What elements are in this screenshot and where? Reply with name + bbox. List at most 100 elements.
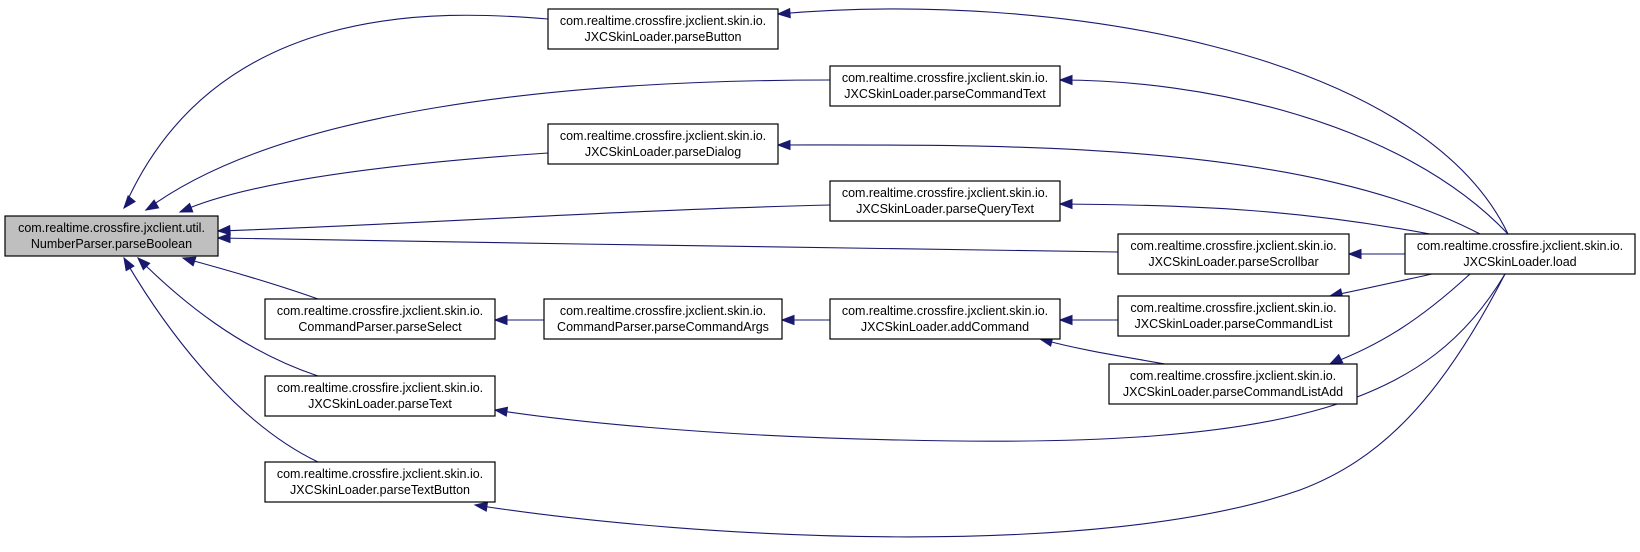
arrowhead-icon [216, 224, 231, 236]
edge-parseDialog-to-root [178, 152, 549, 213]
node-label-line2: JXCSkinLoader.parseScrollbar [1148, 255, 1318, 269]
edge-load-to-parseDialog [776, 139, 1481, 235]
node-parseCommandText[interactable]: com.realtime.crossfire.jxclient.skin.io.… [829, 65, 1061, 107]
arrowhead-icon [1347, 248, 1362, 260]
node-box [264, 375, 496, 417]
node-label-line2: JXCSkinLoader.addCommand [861, 320, 1029, 334]
edge-parseCommandText-to-root [144, 79, 831, 211]
node-label-line2: CommandParser.parseSelect [298, 320, 462, 334]
arrowhead-icon [473, 501, 489, 512]
node-parseCommandArgs[interactable]: com.realtime.crossfire.jxclient.skin.io.… [543, 298, 783, 340]
node-parseCommandList[interactable]: com.realtime.crossfire.jxclient.skin.io.… [1117, 295, 1350, 337]
node-label-line2: JXCSkinLoader.load [1463, 255, 1576, 269]
node-box [1117, 233, 1350, 275]
node-box [1108, 363, 1358, 405]
node-label-line1: com.realtime.crossfire.jxclient.skin.io. [560, 304, 766, 318]
node-box [547, 123, 779, 165]
node-parseScrollbar[interactable]: com.realtime.crossfire.jxclient.skin.io.… [1117, 233, 1350, 275]
arrowhead-icon [776, 7, 791, 19]
edge-line [1059, 79, 1509, 235]
edge-line [145, 79, 831, 211]
node-box [547, 8, 779, 50]
node-label-line1: com.realtime.crossfire.jxclient.skin.io. [277, 304, 483, 318]
node-label-line2: JXCSkinLoader.parseCommandListAdd [1123, 385, 1343, 399]
node-label-line1: com.realtime.crossfire.jxclient.util. [18, 221, 205, 235]
edge-load-to-parseButton [776, 7, 1509, 235]
arrowhead-icon [776, 139, 791, 151]
edge-layer [123, 7, 1509, 538]
edge-parseScrollbar-to-root [216, 232, 1119, 253]
edge-load-to-parseCommandText [1058, 74, 1509, 235]
edge-line [179, 152, 549, 213]
edge-load-to-parseQueryText [1058, 198, 1431, 235]
node-parseText[interactable]: com.realtime.crossfire.jxclient.skin.io.… [264, 375, 496, 417]
node-box [829, 298, 1061, 340]
arrowhead-icon [1058, 74, 1073, 86]
edge-line [182, 257, 319, 300]
arrowhead-icon [178, 202, 194, 213]
edge-parseButton-to-root [123, 14, 549, 210]
edge-line [1039, 338, 1166, 365]
node-parseButton[interactable]: com.realtime.crossfire.jxclient.skin.io.… [547, 8, 779, 50]
node-label-line1: com.realtime.crossfire.jxclient.skin.io. [560, 14, 766, 28]
node-label-line2: JXCSkinLoader.parseCommandText [844, 87, 1046, 101]
edge-parseCommandArgs-to-parseSelect [493, 314, 545, 326]
edge-line [123, 257, 319, 463]
node-parseDialog[interactable]: com.realtime.crossfire.jxclient.skin.io.… [547, 123, 779, 165]
edge-line [777, 144, 1481, 235]
node-box [264, 461, 496, 503]
edge-parseTextButton-to-root [123, 256, 319, 463]
node-parseSelect[interactable]: com.realtime.crossfire.jxclient.skin.io.… [264, 298, 496, 340]
node-parseCommandListAdd[interactable]: com.realtime.crossfire.jxclient.skin.io.… [1108, 363, 1358, 405]
arrowhead-icon [1328, 353, 1344, 365]
edge-load-to-parseTextButton [473, 273, 1506, 538]
arrowhead-icon [1058, 198, 1073, 210]
edge-line [1059, 203, 1431, 235]
node-box [543, 298, 783, 340]
edge-line [1329, 273, 1433, 297]
node-label-line1: com.realtime.crossfire.jxclient.skin.io. [842, 71, 1048, 85]
node-load[interactable]: com.realtime.crossfire.jxclient.skin.io.… [1404, 233, 1636, 275]
edge-load-to-parseCommandListAdd [1328, 273, 1471, 365]
node-label-line1: com.realtime.crossfire.jxclient.skin.io. [842, 186, 1048, 200]
node-parseTextButton[interactable]: com.realtime.crossfire.jxclient.skin.io.… [264, 461, 496, 503]
edge-parseQueryText-to-root [216, 204, 831, 236]
edge-line [1329, 273, 1471, 365]
node-label-line2: JXCSkinLoader.parseQueryText [856, 202, 1034, 216]
arrowhead-icon [493, 314, 508, 326]
edge-parseCommandList-to-addCommand [1058, 314, 1119, 326]
node-box [1117, 295, 1350, 337]
node-root[interactable]: com.realtime.crossfire.jxclient.util.Num… [4, 215, 219, 257]
node-parseQueryText[interactable]: com.realtime.crossfire.jxclient.skin.io.… [829, 180, 1061, 222]
node-box [1404, 233, 1636, 275]
edge-line [137, 257, 319, 377]
node-label-line1: com.realtime.crossfire.jxclient.skin.io. [1417, 239, 1623, 253]
node-box [829, 180, 1061, 222]
node-label-line1: com.realtime.crossfire.jxclient.skin.io. [277, 467, 483, 481]
node-label-line1: com.realtime.crossfire.jxclient.skin.io. [1130, 369, 1336, 383]
edge-load-to-parseScrollbar [1347, 248, 1405, 260]
arrowhead-icon [144, 199, 160, 211]
edge-line [217, 204, 831, 232]
node-addCommand[interactable]: com.realtime.crossfire.jxclient.skin.io.… [829, 298, 1061, 340]
arrowhead-icon [493, 406, 509, 417]
node-label-line1: com.realtime.crossfire.jxclient.skin.io. [277, 381, 483, 395]
edge-load-to-parseText [493, 273, 1506, 442]
edge-parseCommandListAdd-to-addCommand [1038, 336, 1166, 365]
arrowhead-icon [123, 195, 136, 210]
node-label-line2: JXCSkinLoader.parseText [308, 397, 452, 411]
edge-line [123, 14, 549, 209]
arrowhead-icon [123, 256, 135, 272]
node-label-line2: JXCSkinLoader.parseTextButton [290, 483, 470, 497]
edge-addCommand-to-parseCommandArgs [780, 314, 831, 326]
node-label-line2: JXCSkinLoader.parseDialog [585, 145, 741, 159]
arrowhead-icon [181, 256, 197, 267]
node-box [264, 298, 496, 340]
arrowhead-icon [136, 256, 151, 271]
node-label-line1: com.realtime.crossfire.jxclient.skin.io. [560, 129, 766, 143]
edge-load-to-parseCommandList [1328, 273, 1433, 299]
node-label-line2: CommandParser.parseCommandArgs [557, 320, 769, 334]
edge-parseText-to-root [136, 256, 319, 377]
node-layer: com.realtime.crossfire.jxclient.util.Num… [4, 8, 1636, 503]
